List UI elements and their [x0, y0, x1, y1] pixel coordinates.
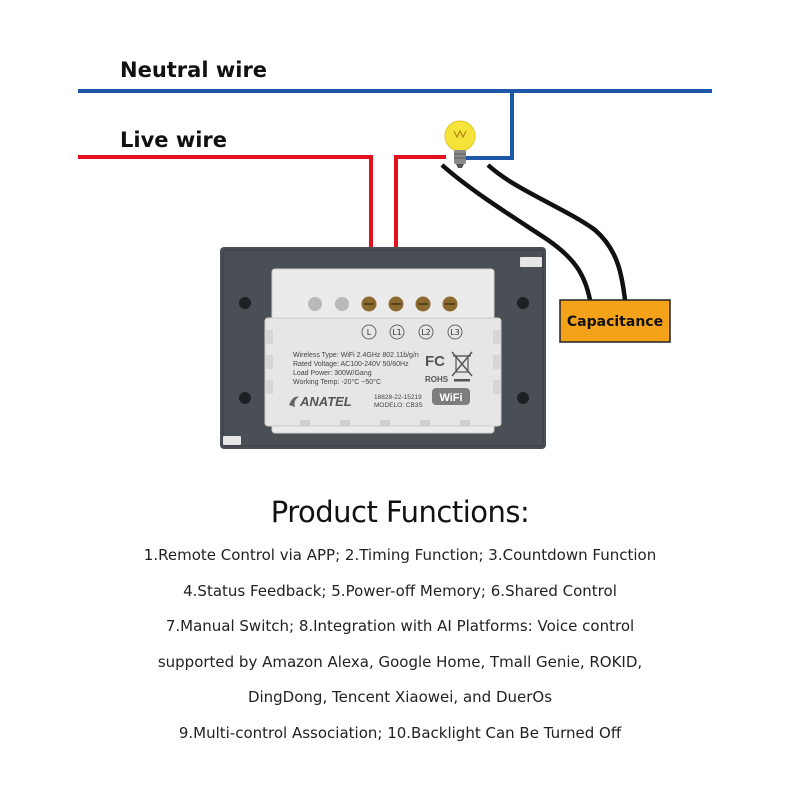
- neutral-wire-label: Neutral wire: [120, 58, 267, 82]
- terminal-screw-l1: [388, 296, 404, 312]
- terminal-screw-l2: [415, 296, 431, 312]
- fc-mark-icon: FC: [425, 353, 445, 370]
- live-wire: [78, 155, 373, 280]
- product-functions: Product Functions: 1.Remote Control via …: [0, 490, 800, 752]
- light-bulb-icon: [444, 120, 476, 168]
- terminal-labels: L L1 L2 L3: [361, 324, 463, 340]
- functions-title: Product Functions:: [270, 495, 530, 529]
- capacitor-box: [559, 299, 671, 343]
- terminal-screws: [308, 296, 458, 312]
- load-live-wire: [394, 155, 446, 280]
- terminal-label-l3: L3: [450, 328, 460, 337]
- model-number: MODELO: CB3S: [374, 402, 423, 409]
- functions-line: 4.Status Feedback; 5.Power-off Memory; 6…: [183, 581, 617, 600]
- anatel-cert-number: 18828-22-15219: [374, 394, 422, 401]
- terminal-label-l: L: [367, 328, 372, 337]
- capacitance-label: Capacitance: [567, 314, 663, 330]
- wifi-logo-icon: WiFi: [432, 388, 470, 405]
- terminal-label-l1: L1: [392, 328, 402, 337]
- capacitor-wire-right: [486, 163, 628, 301]
- blank-screw: [335, 297, 349, 311]
- wiring-diagram: Neutral wire Live wire Capacitance: [78, 58, 712, 449]
- functions-line: 7.Manual Switch; 8.Integration with AI P…: [165, 617, 635, 636]
- spec-working-temp: Working Temp: -20°C ~50°C: [293, 378, 381, 386]
- terminal-label-l2: L2: [421, 328, 431, 337]
- capacitor-wire-left: [440, 163, 593, 301]
- spec-rated-voltage: Rated Voltage: AC100-240V 50/60Hz: [293, 361, 409, 368]
- functions-line: 9.Multi-control Association; 10.Backligh…: [178, 723, 622, 742]
- functions-line: DingDong, Tencent Xiaowei, and DuerOs: [247, 688, 553, 707]
- neutral-drop-wire: [465, 91, 514, 160]
- rohs-mark: ROHS: [425, 375, 449, 384]
- blank-screw: [308, 297, 322, 311]
- anatel-logo: ANATEL: [289, 394, 352, 409]
- svg-text:ANATEL: ANATEL: [299, 394, 352, 409]
- terminal-screw-l3: [442, 296, 458, 312]
- spec-wireless-type: Wireless Type: WiFi 2.4GHz 802.11b/g/n: [293, 352, 419, 359]
- live-wire-label: Live wire: [120, 128, 227, 152]
- functions-line: 1.Remote Control via APP; 2.Timing Funct…: [143, 546, 657, 564]
- spec-load-power: Load Power: 300W/Gang: [293, 370, 372, 377]
- functions-line: supported by Amazon Alexa, Google Home, …: [157, 652, 643, 671]
- svg-text:WiFi: WiFi: [439, 392, 462, 404]
- terminal-screw-l: [361, 296, 377, 312]
- weee-bin-icon: [451, 351, 473, 382]
